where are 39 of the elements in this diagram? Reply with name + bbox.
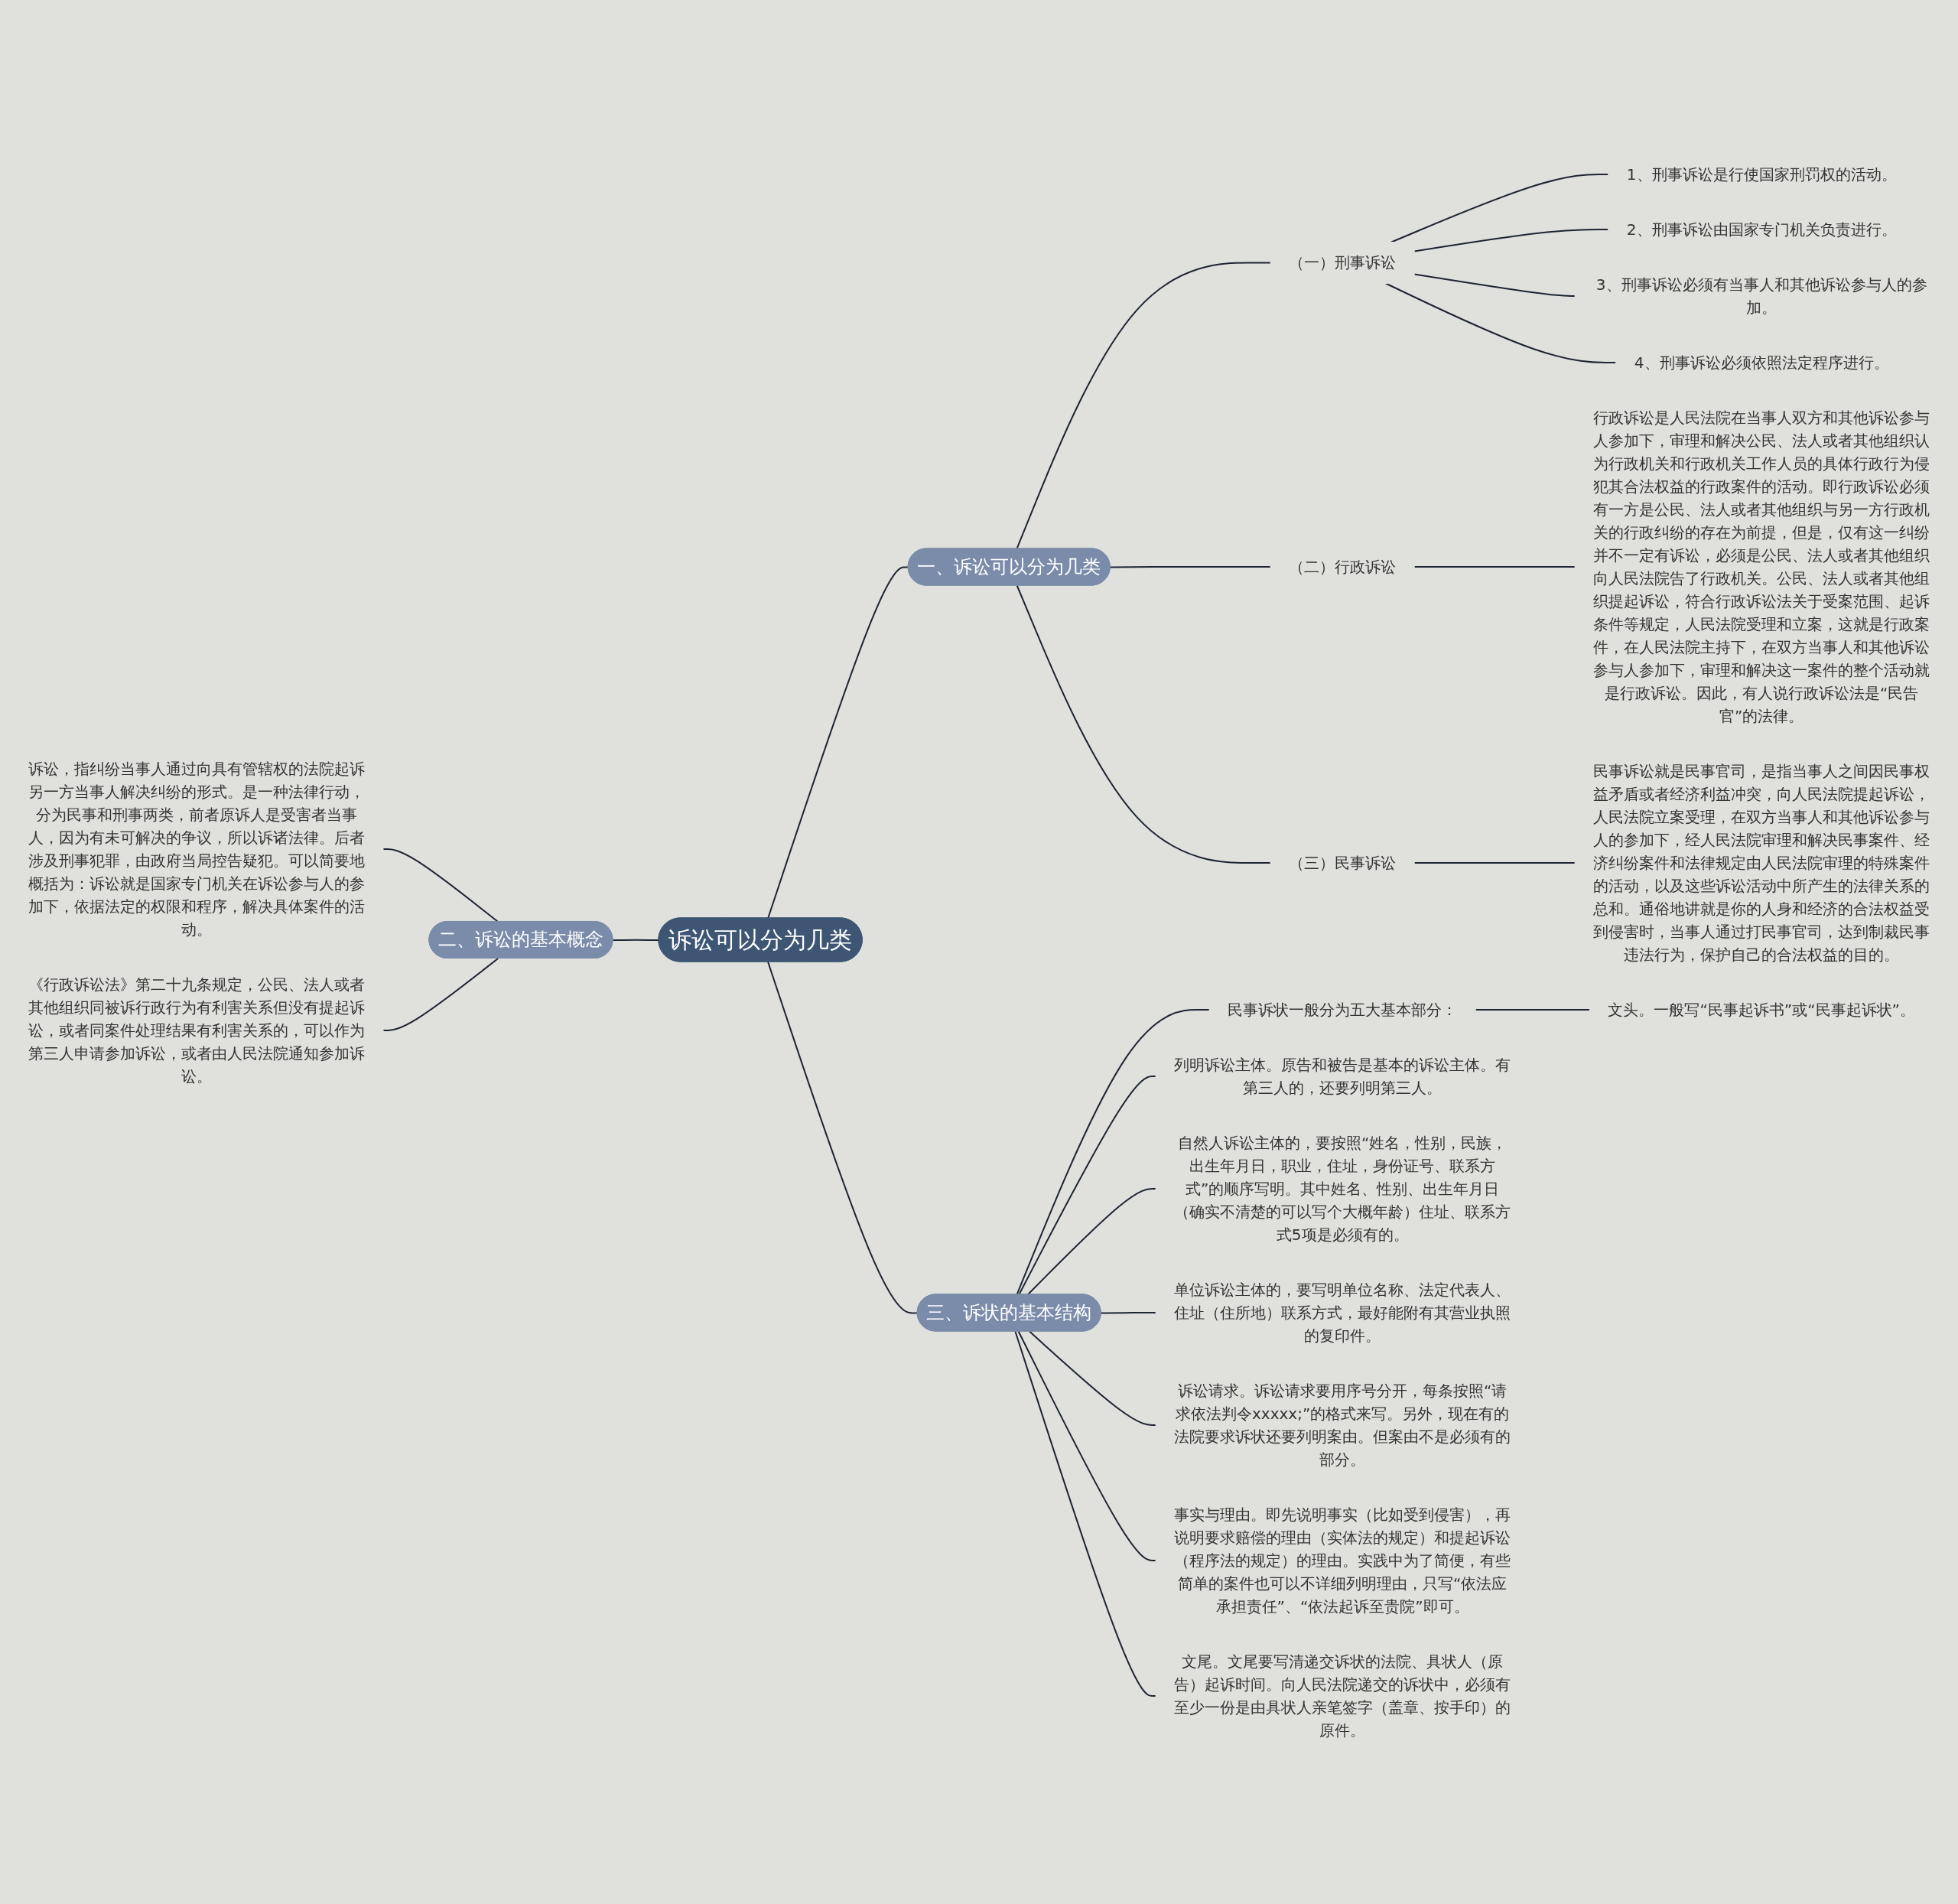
connector [1390,173,1609,242]
node-text: 民事诉状一般分为五大基本部分： [1228,1000,1458,1019]
connector [1018,1075,1157,1295]
node-text: 文尾。文尾要写清递交诉状的法院、具状人（原告）起诉时间。向人民法院递交的诉状中，必须有至少一份是由具状人亲笔签字（盖章、按手印）的原件。 [1174,1652,1511,1740]
connector [1384,282,1617,363]
connector [1413,861,1576,864]
node-text: 行政诉讼是人民法院在当事人双方和其他诉讼参与人参加下，审理和解决公民、法人或者其他组织认为行政机关和行政机关工作人员的具体行政行为侵犯其合法权益的行政案件的活动。即行政诉讼必须有一方是公民、法人或者其他组织与另一方行政机关的行政纠纷的存在为前提，但是，仅有这一纠纷并不一定有诉讼，必须是公民、法人或者其他组织向人民法院告了行政机关。公民、法人或者其他组织提起诉讼，符合行政诉讼法关于受案范围、起诉条件等规定，人民法院受理和立案，这就是行政案件，在人民法院主持下，在双方当事人和其他诉讼参与人参加下，审理和解决这一案件的整个活动就是行政诉讼。因此，有人说行政诉讼法是“民告官”的法律。 [1593,408,1930,725]
connector [1413,272,1576,297]
connector [767,565,909,919]
node-text: （一）刑事诉讼 [1289,253,1397,272]
node-text: 4、刑事诉讼必须依照法定程序进行。 [1634,353,1889,372]
connector [1016,584,1272,864]
node-text: 诉讼，指纠纷当事人通过向具有管辖权的法院起诉另一方当事人解决纠纷的形式。是一种法律行动，分为民事和刑事两类，前者原诉人是受害者当事人，因为有未可解决的争议，所以诉诸法律。后者涉及刑事犯罪，由政府当局控告疑犯。可以简要地概括为：诉讼就是国家专门机关在诉讼参与人的参加下，依据法定的权限和程序，解决具体案件的活动。 [28,759,365,939]
connector [1029,1330,1157,1426]
connector [767,961,919,1313]
connector [1413,228,1609,252]
connector [1017,1330,1157,1561]
node-text: 《行政诉讼法》第二十九条规定，公民、法人或者其他组织同被诉行政行为有利害关系但没有提起诉讼，或者同案件处理结果有利害关系的，可以作为第三人申请参加诉讼，或者由人民法院通知参加诉讼。 [28,975,365,1085]
node-text: 单位诉讼主体的，要写明单位名称、法定代表人、住址（住所地）联系方式，最好能附有其营业执照的复印件。 [1174,1280,1511,1345]
node-text: 2、刑事诉讼由国家专门机关负责进行。 [1626,220,1897,239]
connector [1475,1008,1591,1011]
connector [1016,262,1272,549]
connector [382,957,499,1031]
node-text: 1、刑事诉讼是行使国家刑罚权的活动。 [1626,164,1897,184]
connector [1014,1330,1157,1697]
connector [1100,1311,1157,1313]
node-text: 文头。一般写“民事起诉书”或“民事起诉状”。 [1608,1000,1915,1019]
node-text: （二）行政诉讼 [1289,557,1397,576]
node-text: 诉讼请求。诉讼请求要用序号分开，每条按照“请求依法判令xxxxx;”的格式来写。另外，现在有的法院要求诉状还要列明案由。但案由不是必须有的部分。 [1174,1381,1511,1469]
node-text: 列明诉讼主体。原告和被告是基本的诉讼主体。有第三人的，还要列明第三人。 [1174,1055,1511,1097]
connector [1026,1187,1157,1295]
node-text: 事实与理由。即先说明事实（比如受到侵害），再说明要求赔偿的理由（实体法的规定）和提起诉讼（程序法的规定）的理由。实践中为了简便，有些简单的案件也可以不详细列明理由，只写“依法应承担责任”、“依法起诉至贵院”即可。 [1174,1505,1511,1616]
node-text: 3、刑事诉讼必须有当事人和其他诉讼参与人的参加。 [1595,275,1927,317]
node-text: 自然人诉讼主体的，要按照“姓名，性别，民族，出生年月日，职业，住址，身份证号、联系方式”的顺序写明。其中姓名、性别、出生年月日（确实不清楚的可以写个大概年龄）住址、联系方式5项是必须有的。 [1174,1133,1511,1244]
node-text: （三）民事诉讼 [1289,853,1397,872]
node-text: 民事诉讼就是民事官司，是指当事人之间因民事权益矛盾或者经济利益冲突，向人民法院提起诉讼，人民法院立案受理，在双方当事人和其他诉讼参与人的参加下，经人民法院审理和解决民事案件、经济纠纷案件和法律规定由人民法院审理的特殊案件的活动，以及这些诉讼活动中所产生的法律关系的总和。通俗地讲就是你的人身和经济的合法权益受到侵害时，当事人通过打民事官司，达到制裁民事违法行为，保护自己的合法权益的目的。 [1593,761,1930,964]
connector [1016,1008,1211,1295]
connector [1413,565,1576,568]
connector [1109,565,1272,568]
